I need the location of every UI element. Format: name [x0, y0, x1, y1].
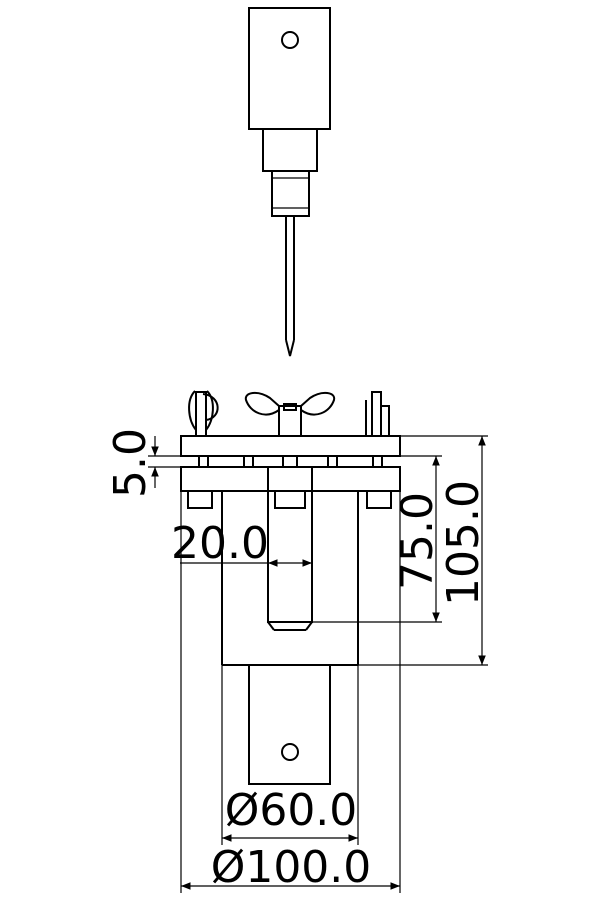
probe-handle: [248, 7, 331, 130]
dim-inner-diameter: Ø60.0: [225, 785, 358, 836]
dim-outer-diameter: Ø100.0: [211, 842, 372, 893]
right-clamp: [365, 391, 390, 437]
wing-nut: [244, 392, 336, 437]
bottom-tab: [248, 664, 331, 785]
probe-handle-hole: [281, 31, 299, 49]
middle-plate: [180, 466, 401, 492]
center-bore: [267, 466, 313, 623]
probe-threaded-shank: [271, 170, 310, 217]
dim-bore: 20.0: [171, 518, 269, 569]
dim-depth: 75.0: [392, 492, 443, 590]
dimension-lines: [148, 435, 488, 893]
probe-needle-tip: [285, 339, 295, 357]
dim-plate-thickness: 5.0: [105, 428, 156, 498]
probe-assembly: [248, 7, 331, 357]
probe-collar: [262, 128, 318, 172]
top-plate: [180, 435, 401, 457]
left-clamp: [188, 390, 219, 437]
dim-overall-height: 105.0: [438, 480, 489, 606]
bottom-tab-hole: [281, 743, 299, 761]
fixture-assembly: [180, 390, 401, 785]
